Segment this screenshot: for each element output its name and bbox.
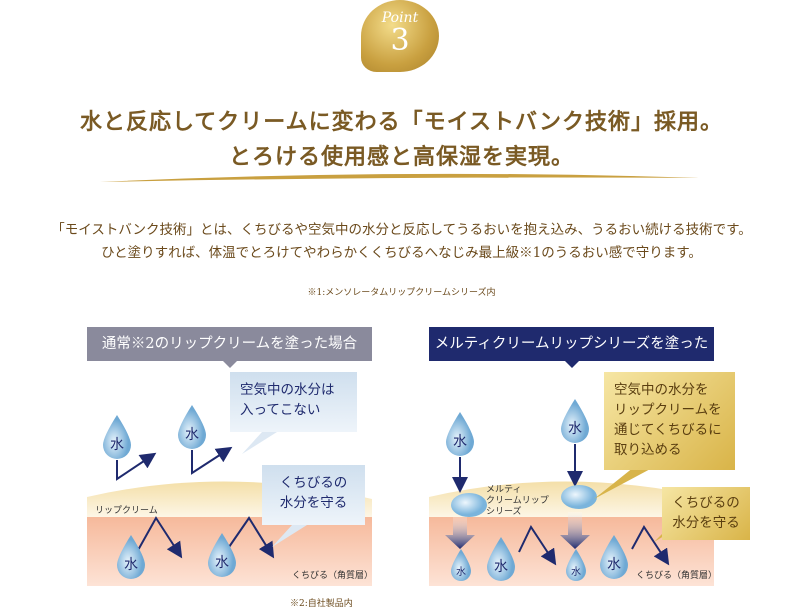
water-drops: [103, 405, 236, 579]
bubble-line: 空気中の水分は: [240, 382, 335, 398]
illustration-melty: 水 水 水 水 水 水: [429, 399, 714, 586]
bubble-line: リップクリームを: [614, 402, 722, 418]
panel-normal-lipcream: 水 水 水 水 通常※2のリップクリームを塗った場合 空気中の水分は入ってこない…: [87, 327, 374, 586]
series-label-line: シリーズ: [486, 507, 522, 517]
headline-line-2: とろける使用感と高保湿を実現。: [228, 144, 574, 170]
drop-label: 水: [456, 566, 466, 578]
drop-label: 水: [494, 559, 508, 575]
footnote-2: ※2:自社製品内: [290, 599, 353, 609]
series-label: メルティクリームリップシリーズ: [486, 485, 549, 518]
point-badge: Point 3: [361, 0, 439, 72]
absorb-arrow: [560, 512, 590, 549]
badge-number: 3: [390, 23, 410, 58]
badge-label: Point: [381, 10, 419, 26]
headline-line-1: 水と反応してクリームに変わる「モイストバンク技術」採用。: [79, 109, 724, 135]
bubble-line: 水分を守る: [279, 495, 348, 511]
speech-bubble-absorb: 空気中の水分をリップクリームを通じてくちびるに取り込める: [604, 372, 735, 470]
speech-bubble-protect: くちびるの水分を守る: [262, 465, 365, 525]
absorb-arrow: [445, 517, 475, 549]
illustration-normal: 水 水 水 水: [87, 405, 372, 586]
series-label-line: メルティ: [486, 485, 522, 495]
drop-label: 水: [568, 421, 582, 437]
bubble-line: 水分を守る: [672, 515, 740, 531]
lip-label: くちびる（角質層）: [292, 571, 374, 581]
drop-label: 水: [571, 566, 581, 578]
speech-bubble-no-water: 空気中の水分は入ってこない: [230, 372, 357, 432]
drop-label: 水: [215, 555, 229, 571]
bubble-line: 空気中の水分を: [614, 382, 709, 398]
body-line-1: 「モイストバンク技術」とは、くちびるや空気中の水分と反応してうるおいを抱え込み、…: [51, 222, 752, 238]
gold-swoosh: [100, 173, 700, 182]
body-line-2: ひと塗りすれば、体温でとろけてやわらかくくちびるへなじみ最上級※1のうるおい感で…: [101, 245, 702, 261]
drop-label: 水: [607, 557, 621, 573]
bubble-line: 取り込める: [614, 442, 682, 458]
cream-blob: [451, 493, 487, 517]
panel-title: 通常※2のリップクリームを塗った場合: [87, 327, 372, 368]
drop-label: 水: [124, 557, 138, 573]
bubble-line: 通じてくちびるに: [614, 422, 722, 438]
speech-bubble-protect: くちびるの水分を守る: [662, 487, 750, 540]
drop-label: 水: [110, 437, 124, 453]
panel-melty-cream: 水 水 水 水 水 水 メルティクリームリップシリーズを塗った場合 空気中の水分…: [429, 327, 750, 586]
bubble-line: くちびるの: [672, 495, 740, 511]
cream-blob: [561, 485, 597, 509]
drop-label: 水: [453, 434, 467, 450]
bubble-line: くちびるの: [279, 475, 348, 491]
panel-title: メルティクリームリップシリーズを塗った場合: [429, 327, 714, 386]
drop-label: 水: [185, 427, 199, 443]
lip-label: くちびる（角質層）: [636, 571, 718, 581]
footnote-1: ※1:メンソレータムリップクリームシリーズ内: [307, 288, 496, 298]
series-label-line: クリームリップ: [486, 496, 549, 506]
bubble-line: 入ってこない: [240, 402, 321, 418]
cream-label: リップクリーム: [95, 506, 158, 516]
